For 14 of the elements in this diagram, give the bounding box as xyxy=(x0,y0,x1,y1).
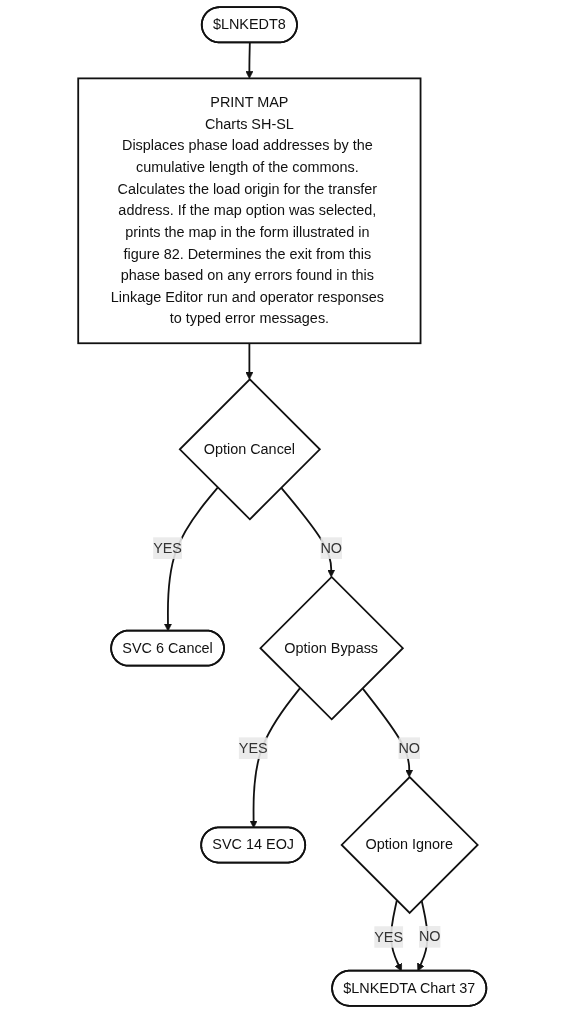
arrow xyxy=(163,486,219,632)
arrow xyxy=(245,342,254,380)
node-box: PRINT MAP Charts SH-SL Displaces phase load addresses by the cumulative length of the commons. Calculates the load origin for the transfer address. If the map option was selected, prints the map in the form illustrated in figure 82. Determines the exit from this phase based on any errors found in this Linkage Editor run and operator responses to typed error messages. xyxy=(77,77,422,345)
edge-label: NO xyxy=(398,740,420,756)
arrow xyxy=(245,41,254,79)
edge-label: NO xyxy=(418,928,441,945)
edge-label: YES xyxy=(238,740,268,756)
arrow xyxy=(361,687,413,778)
node-diamond: Option Cancel xyxy=(178,378,321,521)
edge-label: YES xyxy=(152,539,182,556)
edge-label: NO xyxy=(320,539,342,556)
node-diamond: Option Bypass xyxy=(258,575,404,721)
node-diamond: Option Ignore xyxy=(340,775,479,915)
edge-label: YES xyxy=(373,928,403,945)
